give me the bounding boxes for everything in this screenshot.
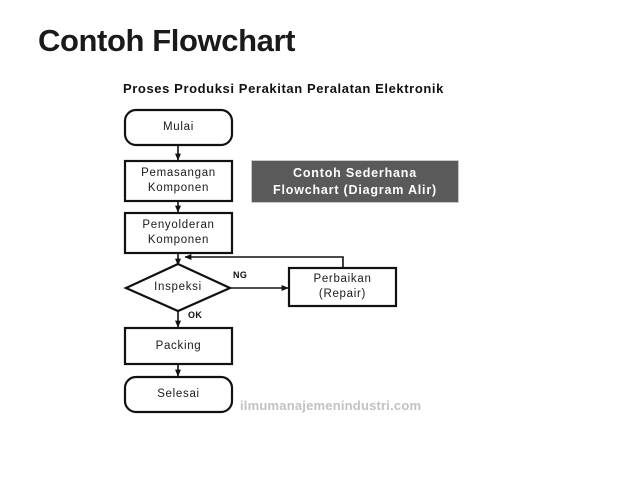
callout-line-2: Flowchart (Diagram Alir) [273, 182, 437, 197]
node-label-mulai: Mulai [163, 121, 194, 133]
node-label-inspeksi: Inspeksi [154, 281, 202, 293]
callout-banner: Contoh Sederhana Flowchart (Diagram Alir… [251, 160, 459, 203]
node-label-penyolderan: Penyolderan Komponen [142, 219, 215, 246]
callout-line-1: Contoh Sederhana [293, 165, 417, 180]
diagram-heading: Proses Produksi Perakitan Peralatan Elek… [123, 81, 444, 96]
connector-perbaikan-rework-loop [184, 254, 344, 268]
node-label-perbaikan: Perbaikan (Repair) [313, 273, 372, 300]
branch-label-ok: OK [188, 310, 203, 320]
node-selesai [123, 375, 234, 414]
branch-label-ng: NG [233, 270, 248, 280]
node-label-packing: Packing [155, 339, 202, 352]
node-label-selesai: Selesai [157, 388, 200, 400]
page-title: Contoh Flowchart [38, 23, 296, 58]
node-label-pemasangan: Pemasangan Komponen [141, 167, 216, 194]
node-packing [123, 326, 234, 366]
watermark: ilmumanajemenindustri.com [240, 398, 422, 413]
